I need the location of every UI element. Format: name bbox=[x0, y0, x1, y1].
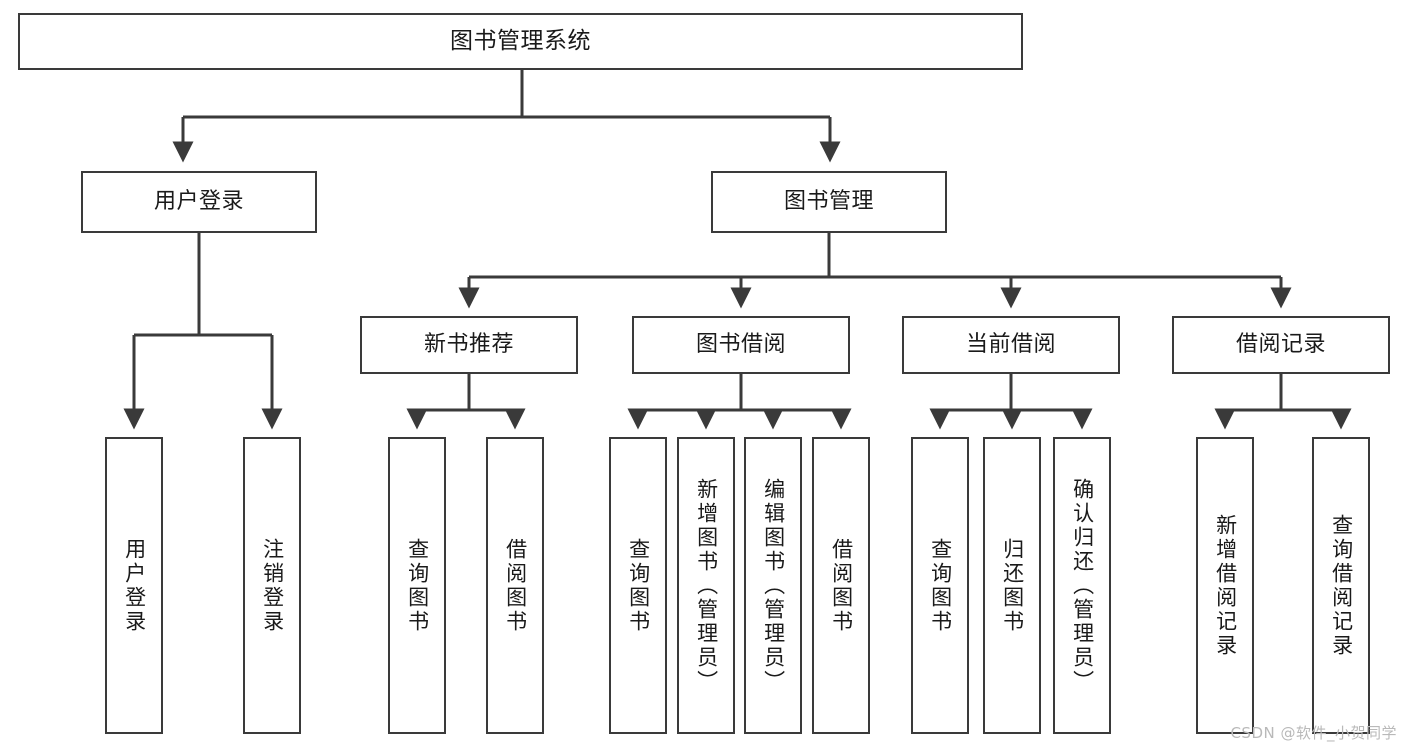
leaf-add-book[interactable]: 新增图书（管理员） bbox=[677, 437, 735, 734]
leaf-query-borrow-record[interactable]: 查询借阅记录 bbox=[1312, 437, 1370, 734]
node-book-borrow[interactable]: 图书借阅 bbox=[632, 316, 850, 374]
leaf-user-login[interactable]: 用户登录 bbox=[105, 437, 163, 734]
node-user-login-label: 用户登录 bbox=[153, 189, 244, 215]
node-current-borrow-label: 当前借阅 bbox=[965, 332, 1056, 358]
leaf-add-book-label: 新增图书（管理员） bbox=[694, 477, 719, 694]
leaf-confirm-return-label: 确认归还（管理员） bbox=[1070, 477, 1095, 694]
node-book-manage[interactable]: 图书管理 bbox=[711, 171, 947, 233]
leaf-return-book-label: 归还图书 bbox=[1000, 537, 1025, 634]
node-new-book-recommend-label: 新书推荐 bbox=[423, 332, 514, 358]
leaf-query-book-1-label: 查询图书 bbox=[405, 537, 430, 634]
node-book-borrow-label: 图书借阅 bbox=[695, 332, 786, 358]
leaf-return-book[interactable]: 归还图书 bbox=[983, 437, 1041, 734]
leaf-query-book-2-label: 查询图书 bbox=[626, 537, 651, 634]
leaf-add-borrow-record[interactable]: 新增借阅记录 bbox=[1196, 437, 1254, 734]
leaf-logout-label: 注销登录 bbox=[260, 537, 285, 634]
node-book-manage-label: 图书管理 bbox=[783, 189, 874, 215]
node-new-book-recommend[interactable]: 新书推荐 bbox=[360, 316, 578, 374]
leaf-query-book-1[interactable]: 查询图书 bbox=[388, 437, 446, 734]
node-borrow-record[interactable]: 借阅记录 bbox=[1172, 316, 1390, 374]
leaf-query-borrow-record-label: 查询借阅记录 bbox=[1329, 513, 1354, 658]
node-root[interactable]: 图书管理系统 bbox=[18, 13, 1023, 70]
leaf-confirm-return[interactable]: 确认归还（管理员） bbox=[1053, 437, 1111, 734]
leaf-add-borrow-record-label: 新增借阅记录 bbox=[1213, 513, 1238, 658]
leaf-query-book-3[interactable]: 查询图书 bbox=[911, 437, 969, 734]
leaf-logout[interactable]: 注销登录 bbox=[243, 437, 301, 734]
leaf-borrow-book-2[interactable]: 借阅图书 bbox=[812, 437, 870, 734]
node-borrow-record-label: 借阅记录 bbox=[1235, 332, 1326, 358]
leaf-edit-book[interactable]: 编辑图书（管理员） bbox=[744, 437, 802, 734]
leaf-query-book-3-label: 查询图书 bbox=[928, 537, 953, 634]
leaf-borrow-book-1[interactable]: 借阅图书 bbox=[486, 437, 544, 734]
leaf-user-login-label: 用户登录 bbox=[122, 537, 147, 634]
node-user-login[interactable]: 用户登录 bbox=[81, 171, 317, 233]
node-current-borrow[interactable]: 当前借阅 bbox=[902, 316, 1120, 374]
leaf-query-book-2[interactable]: 查询图书 bbox=[609, 437, 667, 734]
leaf-edit-book-label: 编辑图书（管理员） bbox=[761, 477, 786, 694]
node-root-label: 图书管理系统 bbox=[450, 28, 591, 55]
leaf-borrow-book-2-label: 借阅图书 bbox=[829, 537, 854, 634]
leaf-borrow-book-1-label: 借阅图书 bbox=[503, 537, 528, 634]
